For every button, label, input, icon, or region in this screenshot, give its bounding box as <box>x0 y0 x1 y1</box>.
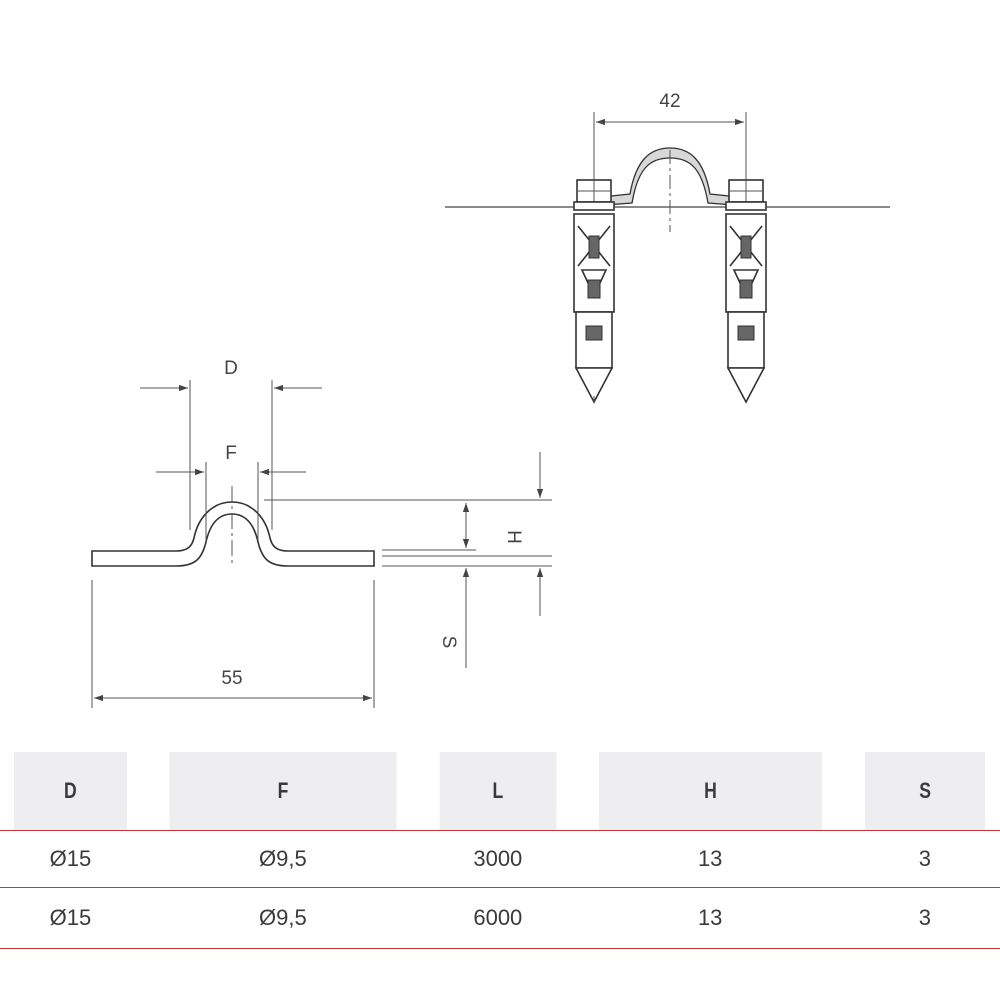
cell-d: Ø15 <box>0 830 141 888</box>
anchor-bolt-left <box>573 179 615 404</box>
spec-table: D F L H S Ø15 Ø9,5 3000 13 3 Ø15 Ø9,5 60… <box>0 752 1000 949</box>
dim-42-label: 42 <box>659 91 680 112</box>
table-row: Ø15 Ø9,5 6000 13 3 <box>0 887 1000 949</box>
spec-table-header: D F L H S <box>0 752 1000 831</box>
col-header-d: D <box>14 752 127 831</box>
table-row: Ø15 Ø9,5 3000 13 3 <box>0 830 1000 888</box>
cell-l: 3000 <box>424 830 571 888</box>
mounted-assembly-view: 42 <box>445 91 890 404</box>
cell-f: Ø9,5 <box>140 830 425 888</box>
profile-view: D F 55 H S <box>91 358 552 708</box>
cell-h: 13 <box>570 887 850 949</box>
cell-s: 3 <box>849 830 1000 888</box>
cell-h: 13 <box>570 830 850 888</box>
dim-H-label: H <box>503 530 524 544</box>
anchor-bolt-right <box>725 179 767 404</box>
col-header-s: S <box>864 752 985 831</box>
cell-l: 6000 <box>424 887 571 949</box>
dim-D-label: D <box>224 358 238 379</box>
col-header-f: F <box>169 752 397 831</box>
cell-d: Ø15 <box>0 887 141 949</box>
profile-outline <box>91 501 375 567</box>
cell-s: 3 <box>849 887 1000 949</box>
dim-F-label: F <box>225 443 237 464</box>
cell-f: Ø9,5 <box>140 887 425 949</box>
technical-drawing: 42 <box>91 91 890 708</box>
dim-S-label: S <box>438 636 459 649</box>
dim-55-label: 55 <box>221 668 242 689</box>
col-header-h: H <box>598 752 822 831</box>
col-header-l: L <box>439 752 557 831</box>
